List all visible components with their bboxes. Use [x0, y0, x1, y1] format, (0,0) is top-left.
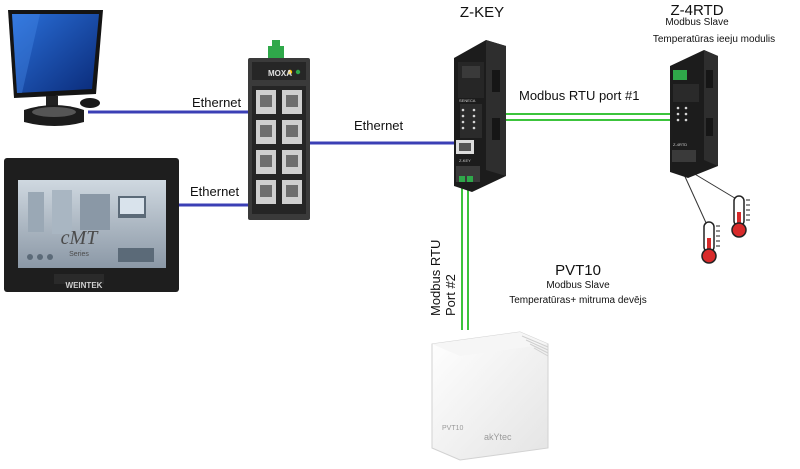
ethernet-label-pc: Ethernet — [192, 95, 242, 110]
pc-monitor-icon — [8, 10, 103, 126]
sensor-wires — [681, 169, 739, 226]
modbus-port2-line1: Modbus RTU — [428, 239, 443, 316]
pvt10-title: PVT10 — [555, 262, 601, 279]
pvt10-brand: akYtec — [484, 432, 512, 442]
modbus-port2-line2: Port #2 — [443, 274, 458, 316]
thermometer-icon-1 — [701, 221, 720, 264]
modbus-link-port2 — [461, 188, 469, 330]
hmi-logo: cMT — [61, 227, 100, 249]
zkey-small-label: Z-KEY — [459, 158, 471, 163]
zkey-device-icon — [454, 40, 506, 192]
ethernet-label-hmi: Ethernet — [190, 184, 240, 199]
zkey-title: Z-KEY — [459, 4, 505, 21]
z4rtd-subtitle-2: Temperatūras ieeju modulis — [652, 34, 776, 45]
modbus-port2-label: Modbus RTU Port #2 — [428, 240, 458, 316]
hmi-series: Series — [69, 251, 89, 258]
thermometer-icon-2 — [731, 195, 750, 238]
ethernet-label-zkey: Ethernet — [354, 118, 404, 133]
modbus-link-port1 — [505, 113, 670, 121]
z4rtd-subtitle-1: Modbus Slave — [665, 17, 729, 28]
pvt10-subtitle-2: Temperatūras+ mitruma devējs — [509, 295, 647, 306]
z4rtd-device-icon — [670, 50, 718, 178]
pvt10-subtitle-1: Modbus Slave — [546, 280, 610, 291]
hmi-brand: WEINTEK — [66, 281, 103, 290]
z4rtd-small-label: Z-4RTD — [673, 142, 687, 147]
ethernet-switch-icon — [248, 40, 310, 220]
switch-brand: MOXA — [268, 69, 292, 78]
pvt10-badge: PVT10 — [442, 425, 464, 432]
modbus-port1-label: Modbus RTU port #1 — [519, 88, 640, 103]
pvt10-sensor-icon — [431, 331, 549, 461]
z4rtd-title: Z-4RTD — [670, 2, 724, 19]
zkey-brand: SENECA — [459, 98, 476, 103]
hmi-panel-icon — [4, 158, 179, 292]
